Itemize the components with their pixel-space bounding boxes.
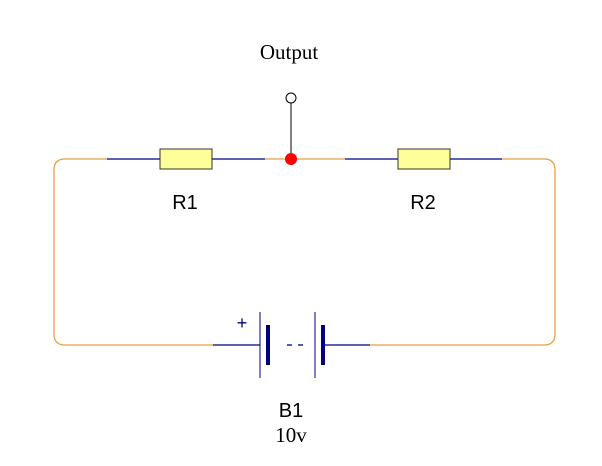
resistor-r1 [159, 148, 213, 170]
resistor-r1-label: R1 [172, 192, 198, 214]
component-leads [107, 158, 502, 346]
junction-node [285, 153, 297, 165]
battery-value: 10v [275, 423, 307, 447]
battery-polarity-mark: + [237, 313, 248, 333]
resistor-r2 [397, 148, 451, 170]
battery-plate-negative [321, 325, 325, 365]
battery-label: B1 [279, 400, 303, 422]
resistor-r2-label: R2 [410, 192, 436, 214]
wire-loop [53, 158, 556, 346]
battery-plate-positive [266, 325, 270, 365]
output-label: Output [260, 40, 319, 64]
battery-b1 [259, 312, 325, 378]
output-terminal[interactable] [285, 92, 297, 104]
